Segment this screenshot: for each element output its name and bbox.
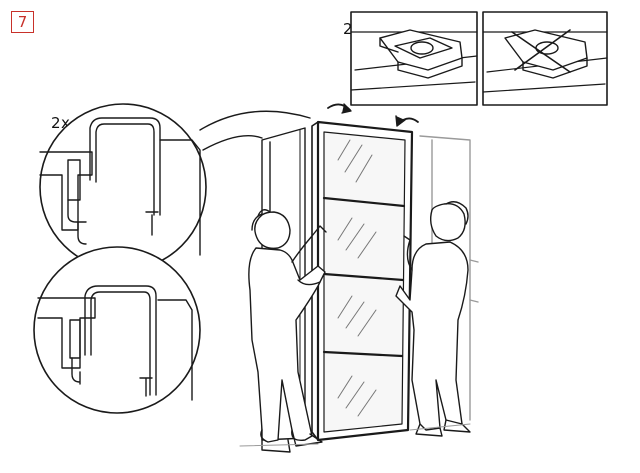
- guide-detail-upper: [39, 103, 207, 271]
- magnifier-connector: [199, 110, 311, 131]
- sliding-door: [311, 120, 414, 442]
- magnifier-connector-2: [202, 135, 263, 151]
- curved-arrow-icon: [327, 103, 352, 114]
- person-left: [248, 209, 327, 453]
- step-number-box: 7: [11, 11, 34, 33]
- curved-arrow-icon-2: [395, 115, 419, 127]
- cross-out-mark: [511, 29, 571, 73]
- step-number: 7: [17, 13, 28, 31]
- slider-detail-incorrect: [482, 11, 608, 106]
- slider-detail-correct: [350, 11, 478, 106]
- guide-detail-lower: [33, 246, 201, 414]
- person-right: [395, 201, 471, 437]
